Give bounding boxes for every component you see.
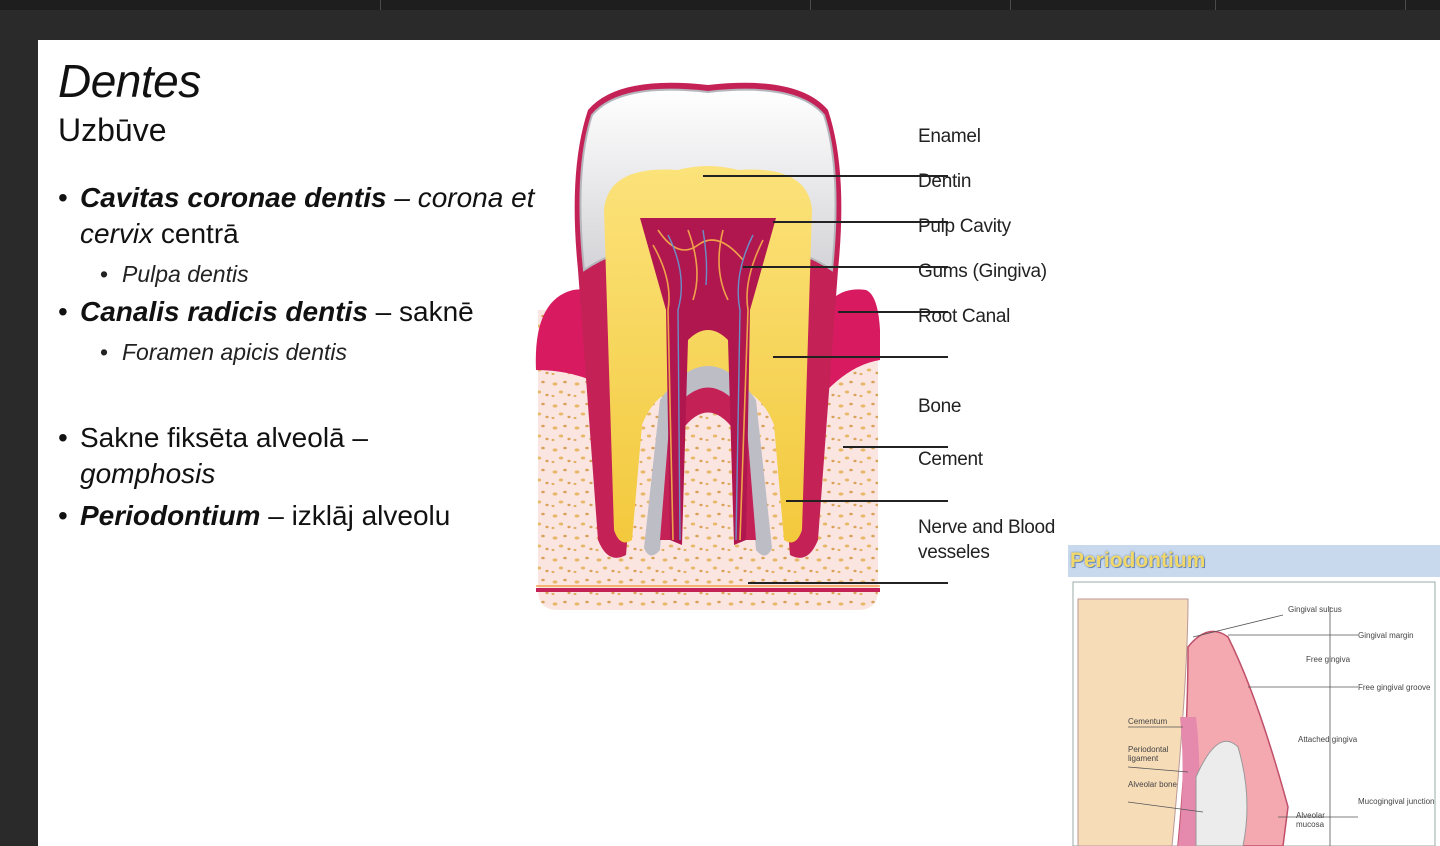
inset-title: Periodontium [1070, 549, 1206, 572]
root-inner-band [644, 366, 772, 556]
label-dentin: Dentin [918, 171, 972, 192]
tab-separator [1010, 0, 1011, 10]
sub-bullet-item: Foramen apicis dentis [58, 332, 558, 372]
slide: Dentes Uzbūve Cavitas coronae dentis – c… [38, 40, 1440, 846]
pulp-vessels [652, 229, 764, 541]
bullet-bold-term: Periodontium [80, 500, 261, 531]
label-nerve-blood-1: Nerve and Blood [918, 517, 1056, 538]
tab-separator [380, 0, 381, 10]
bullet-text: – saknē [367, 296, 474, 327]
label-enamel: Enamel [918, 126, 981, 147]
periodontal-ligament [1178, 717, 1200, 846]
sub-bullet-item: Pulpa dentis [58, 254, 558, 294]
label-periodontal-ligament: Periodontal ligament [1128, 745, 1169, 763]
bullet-item: Canalis radicis dentis – saknē [58, 294, 558, 330]
bullet-list: Cavitas coronae dentis – corona et cervi… [58, 180, 558, 536]
label-free-gingival-groove: Free gingival groove [1358, 683, 1431, 692]
bullet-italic-text: gomphosis [80, 458, 216, 489]
window-top-bar [0, 0, 1440, 10]
bullet-text: – izklāj alveolu [260, 500, 451, 531]
bullet-italic-text: – corona et cervix [80, 182, 535, 249]
label-alveolar-bone: Alveolar bone [1128, 780, 1177, 789]
slide-subtitle: Uzbūve [58, 112, 167, 148]
label-gingival-margin: Gingival margin [1358, 631, 1414, 640]
bullet-text: Sakne fiksēta alveolā – [80, 422, 368, 453]
label-gums: Gums (Gingiva) [918, 261, 1047, 282]
bullet-bold-term: Canalis radicis dentis [80, 296, 368, 327]
slide-title: Dentes [58, 55, 201, 107]
label-alveolar-mucosa: Alveolar mucosa [1296, 811, 1325, 829]
label-bone: Bone [918, 396, 962, 417]
label-nerve-blood-2: vesseles [918, 542, 990, 563]
tab-separator [810, 0, 811, 10]
tooth-side [1077, 598, 1189, 846]
label-gingival-sulcus: Gingival sulcus [1288, 605, 1342, 614]
bullet-item: Sakne fiksēta alveolā – gomphosis [58, 420, 558, 492]
periodontium-inset: Periodontium Gingival s [1068, 545, 1440, 846]
label-free-gingiva: Free gingiva [1306, 655, 1351, 664]
bullet-text: centrā [153, 218, 239, 249]
tab-separator [1405, 0, 1406, 10]
label-mucogingival-junction: Mucogingival junction [1358, 797, 1435, 806]
bullet-item: Periodontium – izklāj alveolu [58, 498, 558, 534]
label-leader-lines [703, 175, 948, 584]
interradicular-bone [676, 418, 740, 560]
tooth-diagram [535, 82, 948, 610]
label-attached-gingiva: Attached gingiva [1298, 735, 1358, 744]
tab-separator [1215, 0, 1216, 10]
bullet-bold-term: Cavitas coronae dentis [80, 182, 387, 213]
periodontium-diagram [1068, 577, 1440, 846]
label-pulp-cavity: Pulp Cavity [918, 216, 1011, 237]
label-cementum: Cementum [1128, 717, 1168, 726]
alveolar-bone-shape [1195, 740, 1248, 846]
label-root-canal: Root Canal [918, 306, 1011, 327]
bullet-item: Cavitas coronae dentis – corona et cervi… [58, 180, 558, 252]
label-cement: Cement [918, 449, 983, 470]
